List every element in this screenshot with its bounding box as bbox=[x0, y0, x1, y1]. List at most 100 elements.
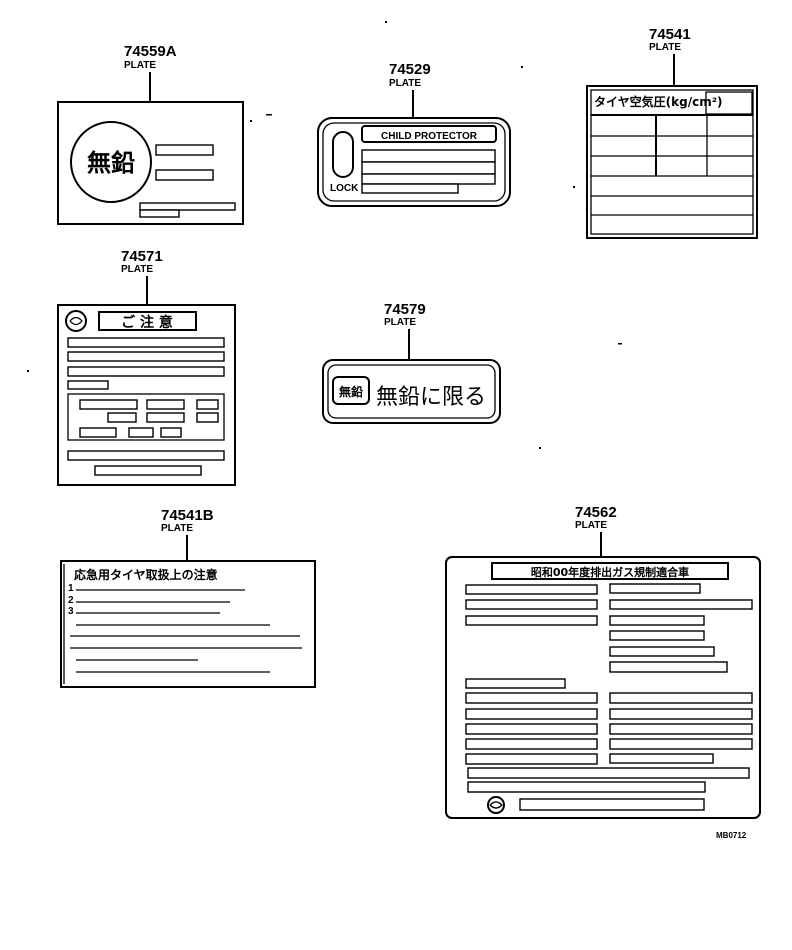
text-bar bbox=[465, 584, 598, 595]
part-number-74562: 74562 bbox=[575, 504, 617, 521]
plate-label-74529: PLATE bbox=[389, 78, 421, 89]
text-bar bbox=[155, 144, 214, 156]
badge-box bbox=[332, 376, 370, 405]
title-box bbox=[98, 311, 197, 331]
text-bar bbox=[146, 399, 185, 410]
plate-label-74541b: PLATE bbox=[161, 523, 193, 534]
text-bar bbox=[465, 738, 598, 750]
text-bar bbox=[139, 209, 180, 218]
plate-outline bbox=[57, 101, 244, 225]
plate-74541[interactable]: 74541 PLATE タイヤ空気圧(kg/cm²) bbox=[586, 26, 758, 239]
plate-outline bbox=[445, 556, 761, 819]
text-bar bbox=[609, 738, 753, 750]
part-number-74541: 74541 bbox=[649, 26, 691, 43]
spare-tire-caution-title: 応急用タイヤ取扱上の注意 bbox=[74, 567, 218, 582]
text-bar bbox=[67, 380, 109, 390]
text-bar bbox=[146, 412, 185, 423]
text-bar bbox=[609, 599, 753, 610]
unleaded-circle bbox=[70, 121, 152, 203]
text-bar bbox=[67, 337, 225, 348]
plate-inner-outline bbox=[322, 122, 506, 202]
text-bar bbox=[465, 678, 566, 689]
plate-label-74559a: PLATE bbox=[124, 60, 156, 71]
line-number: 3 bbox=[68, 606, 74, 617]
plate-outline bbox=[57, 304, 236, 486]
plate-74541b[interactable]: 74541B PLATE 応急用タイヤ取扱上の注意 1 2 3 bbox=[60, 507, 316, 688]
text-bar bbox=[465, 599, 598, 610]
text-bar bbox=[361, 161, 496, 175]
text-bar bbox=[361, 173, 496, 185]
plate-outline bbox=[317, 117, 511, 207]
text-bar bbox=[139, 202, 236, 211]
plate-label-74562: PLATE bbox=[575, 520, 607, 531]
tire-pressure-header: タイヤ空気圧(kg/cm²) bbox=[594, 94, 722, 109]
plate-label-74571: PLATE bbox=[121, 264, 153, 275]
text-bar bbox=[467, 781, 706, 793]
text-bar bbox=[609, 708, 753, 720]
text-bar bbox=[196, 399, 219, 410]
logo-mark bbox=[489, 801, 503, 809]
text-bar bbox=[361, 149, 496, 163]
text-bar bbox=[519, 798, 705, 811]
text-bar bbox=[465, 708, 598, 720]
unleaded-text: 無鉛 bbox=[87, 149, 135, 177]
text-bar bbox=[465, 615, 598, 626]
text-bar bbox=[361, 183, 459, 194]
logo-mark bbox=[69, 316, 83, 326]
part-number-74571: 74571 bbox=[121, 248, 163, 265]
part-number-74579: 74579 bbox=[384, 301, 426, 318]
text-bar bbox=[107, 412, 137, 423]
diagram-code: MB0712 bbox=[716, 831, 747, 840]
text-bar bbox=[155, 169, 214, 181]
unleaded-only-text: 無鉛に限る bbox=[376, 385, 486, 410]
child-protector-title: CHILD PROTECTOR bbox=[381, 131, 478, 142]
plate-outline bbox=[322, 359, 501, 424]
text-bar bbox=[196, 412, 219, 423]
text-bar bbox=[128, 427, 154, 438]
text-bar bbox=[609, 630, 705, 641]
plate-74559a[interactable]: 74559A PLATE 無鉛 bbox=[57, 43, 244, 225]
manufacturer-logo-icon bbox=[487, 796, 505, 814]
text-bar bbox=[465, 753, 598, 765]
text-bar bbox=[67, 351, 225, 362]
text-bar bbox=[94, 465, 202, 476]
text-bar bbox=[79, 427, 117, 438]
inner-box bbox=[67, 393, 225, 441]
plate-74529[interactable]: 74529 PLATE CHILD PROTECTOR LOCK bbox=[317, 61, 511, 207]
text-bar bbox=[609, 615, 705, 626]
plate-inner-outline bbox=[327, 364, 496, 419]
emission-compliance-title: 昭和00年度排出ガス規制適合車 bbox=[531, 565, 689, 579]
part-number-74541b: 74541B bbox=[161, 507, 214, 524]
text-bar bbox=[609, 583, 701, 594]
manufacturer-logo-icon bbox=[65, 310, 87, 332]
plate-inner-outline bbox=[590, 89, 754, 235]
plate-outline bbox=[60, 560, 316, 688]
unleaded-badge: 無鉛 bbox=[339, 384, 363, 399]
plate-outline bbox=[586, 85, 758, 239]
text-bar bbox=[609, 646, 715, 657]
lock-slot-icon bbox=[332, 131, 354, 178]
text-bar bbox=[609, 753, 714, 764]
text-bar bbox=[609, 692, 753, 704]
caution-title: ご 注 意 bbox=[121, 314, 173, 331]
plate-74562[interactable]: 74562 PLATE 昭和00年度排出ガス規制適合車 bbox=[445, 504, 761, 819]
text-bar bbox=[609, 661, 728, 673]
part-number-74529: 74529 bbox=[389, 61, 431, 78]
plate-label-74579: PLATE bbox=[384, 317, 416, 328]
text-bar bbox=[465, 723, 598, 735]
line-number: 1 bbox=[68, 583, 74, 594]
text-bar bbox=[67, 366, 225, 377]
plate-74579[interactable]: 74579 PLATE 無鉛 無鉛に限る bbox=[322, 301, 501, 424]
line-number: 2 bbox=[68, 595, 74, 606]
text-bar bbox=[67, 450, 225, 461]
plate-label-74541: PLATE bbox=[649, 42, 681, 53]
part-number-74559a: 74559A bbox=[124, 43, 177, 60]
plate-74571[interactable]: 74571 PLATE ご 注 意 bbox=[57, 248, 236, 486]
text-bar bbox=[609, 723, 753, 735]
text-bar bbox=[79, 399, 138, 410]
scan-specks bbox=[27, 21, 622, 449]
text-bar bbox=[465, 692, 598, 704]
text-bar bbox=[160, 427, 182, 438]
title-box bbox=[491, 562, 729, 580]
